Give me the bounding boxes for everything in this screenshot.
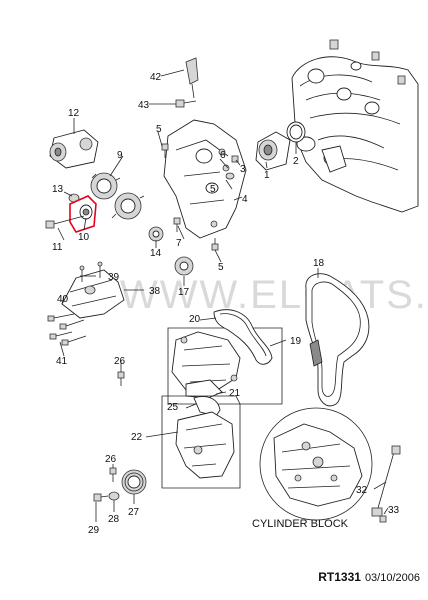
callout-26-b: 26 — [105, 454, 117, 465]
catalog-code: RT1331 — [318, 570, 361, 584]
part-42-sensor — [185, 57, 199, 99]
callout-12: 12 — [68, 108, 80, 119]
part-14-idler — [148, 226, 164, 242]
part-32-sensor — [371, 445, 401, 517]
callout-3: 3 — [240, 164, 246, 175]
callout-41: 41 — [56, 356, 68, 367]
part-18-timing-belt — [305, 273, 370, 407]
callout-26-a: 26 — [114, 356, 126, 367]
part-21-gasket — [185, 379, 223, 399]
frame-22 — [161, 395, 241, 489]
callout-28: 28 — [108, 514, 120, 525]
watermark-text: WWW.ELCATS.RU — [120, 273, 428, 317]
callout-5-a: 5 — [156, 124, 162, 135]
part-5-bolt-top — [161, 143, 169, 158]
callout-33: 33 — [388, 505, 400, 516]
footer: RT1331 03/10/2006 — [0, 570, 420, 586]
callout-10: 10 — [78, 232, 90, 243]
callout-labels: 42 43 12 9 13 11 10 5 14 17 7 6 5 3 4 5 … — [52, 72, 400, 536]
inset-caption: CYLINDER BLOCK — [252, 518, 349, 530]
callout-11: 11 — [52, 242, 63, 253]
callout-18: 18 — [313, 258, 325, 269]
callout-2: 2 — [293, 156, 299, 167]
part-10-highlight-outline — [69, 195, 97, 233]
callout-7: 7 — [176, 238, 182, 249]
part-20-gasket — [213, 309, 273, 365]
callout-39: 39 — [108, 272, 120, 283]
callout-1: 1 — [264, 170, 270, 181]
callout-20: 20 — [189, 314, 201, 325]
callout-14: 14 — [150, 248, 162, 259]
callout-32: 32 — [356, 485, 368, 496]
part-4-rear-cover — [163, 119, 247, 239]
part-3-stud — [231, 155, 239, 163]
part-7-bolt — [173, 217, 181, 232]
catalog-date: 03/10/2006 — [364, 572, 420, 584]
callout-21: 21 — [229, 388, 241, 399]
callout-27: 27 — [128, 507, 140, 518]
callout-19: 19 — [290, 336, 302, 347]
part-43-bolt — [175, 99, 197, 108]
part-26-bolt-upper — [117, 371, 125, 386]
part-17-sprocket — [174, 256, 194, 276]
callout-42: 42 — [150, 72, 162, 83]
part-9-sprockets — [90, 172, 145, 220]
callout-22: 22 — [131, 432, 143, 443]
callout-13: 13 — [52, 184, 64, 195]
part-38-bolts — [47, 313, 87, 346]
part-26-bolt-lower — [109, 467, 117, 482]
callout-5-c: 5 — [218, 262, 224, 273]
callout-25: 25 — [167, 402, 179, 413]
inset-cylinder-block — [259, 407, 373, 521]
callout-29: 29 — [88, 525, 100, 536]
part-28-washer — [108, 491, 120, 501]
part-5-bolt-right — [211, 238, 219, 251]
callout-6: 6 — [220, 150, 226, 161]
part-27-pulley — [121, 469, 147, 495]
part-39-40-bracket — [61, 261, 125, 319]
part-11-bolt — [45, 215, 85, 229]
part-33-bolt — [379, 515, 387, 523]
part-19-cover — [171, 331, 241, 393]
callout-38: 38 — [149, 286, 161, 297]
callout-5-b: 5 — [210, 184, 216, 195]
engine-block — [291, 39, 419, 213]
part-12-tensioner — [49, 129, 99, 169]
part-6-washer — [225, 172, 235, 180]
callout-40: 40 — [57, 294, 69, 305]
part-1-pump — [255, 131, 291, 171]
callout-43: 43 — [138, 100, 150, 111]
part-22-lower-cover — [175, 411, 235, 479]
callout-9: 9 — [117, 150, 123, 161]
leader-lines — [57, 69, 389, 522]
callout-17: 17 — [178, 287, 190, 298]
part-29-bolt — [93, 493, 109, 502]
callout-4: 4 — [242, 194, 248, 205]
